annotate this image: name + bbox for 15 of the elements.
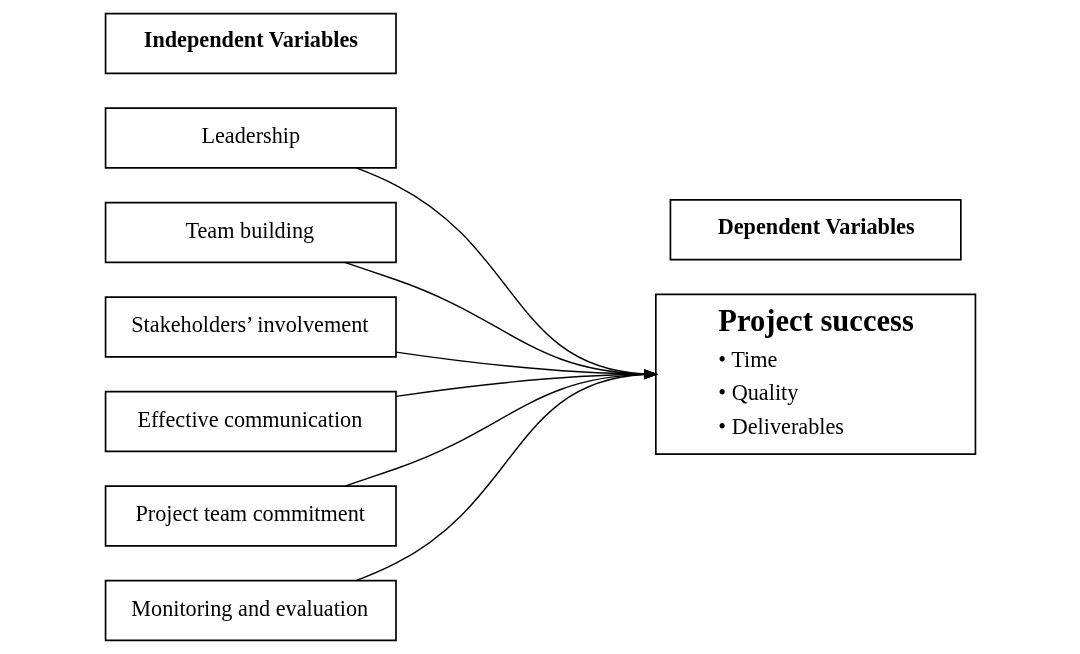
arrow bbox=[343, 261, 658, 379]
node-box: Project success • Time • Quality • Deliverables bbox=[654, 293, 976, 455]
node-box: Effective communication bbox=[104, 390, 397, 453]
arrow bbox=[394, 351, 658, 380]
node-box: Dependent Variables bbox=[669, 199, 962, 261]
node-box: Project team commitment bbox=[104, 485, 397, 547]
arrow bbox=[343, 369, 658, 487]
node-box: Independent Variables bbox=[104, 12, 397, 75]
arrow bbox=[394, 369, 658, 398]
node-box: Monitoring and evaluation bbox=[104, 579, 397, 642]
node-box: Stakeholders’ involvement bbox=[104, 296, 397, 358]
node-box: Team building bbox=[104, 201, 397, 264]
arrow bbox=[355, 167, 658, 379]
node-box: Leadership bbox=[104, 107, 397, 169]
arrow bbox=[355, 369, 658, 582]
